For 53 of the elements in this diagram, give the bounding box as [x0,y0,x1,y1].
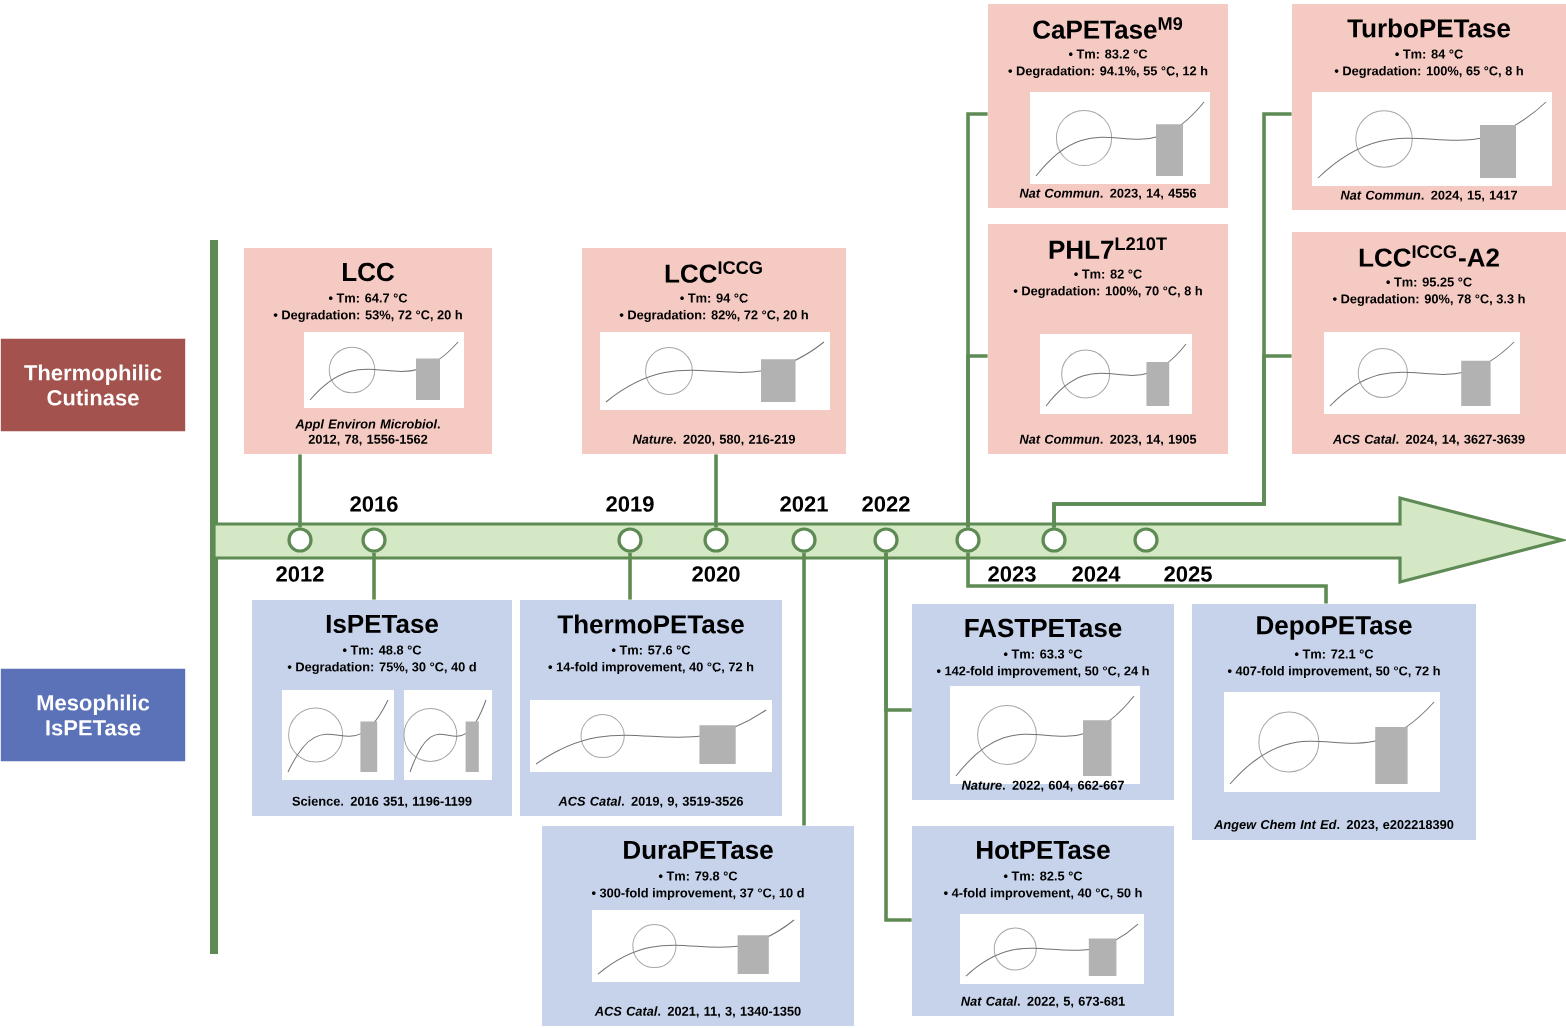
milestone-circle [361,527,387,553]
year-label: 2024 [1072,566,1121,582]
connector-line [1052,354,1292,528]
connector-line [884,552,912,922]
info-card [244,248,492,454]
info-card [988,4,1228,208]
info-card [912,604,1174,800]
info-card [542,826,854,1026]
card-title: PHL7$^{L210T}$ [1049,237,1167,259]
info-card [252,600,512,816]
info-card [520,600,782,816]
year-label: 2016 [350,496,398,512]
card-title: HotPETase [977,840,1110,860]
milestone-circle [1041,527,1067,553]
card-title: LCC$^{ICCG}$ [665,261,762,283]
milestone-circle [1133,527,1159,553]
connector-line [802,552,806,826]
info-card [1292,4,1566,210]
year-label: 2021 [780,496,828,512]
info-card [912,826,1174,1016]
year-label: 2022 [862,496,910,512]
card-title: IsPETase [326,614,438,634]
year-label: 2012 [276,566,324,582]
category-label: Mesophilic IsPETase [0,667,187,763]
connector-line [966,354,988,528]
connector-line [372,552,376,600]
info-card [988,224,1228,454]
info-card [1192,604,1477,840]
milestone-circle [791,527,817,553]
connector-line [628,552,632,600]
category-label: Thermophilic Cutinase [0,337,187,433]
card-title: FASTPETase [965,618,1122,638]
info-card [1292,232,1566,454]
card-title: LCC [343,262,394,282]
card-title: TurboPETase [1347,18,1511,38]
connector-line [298,454,302,528]
milestone-circle [617,527,643,553]
card-title: LCC$^{ICCG}$-A2 [1359,245,1499,267]
card-title: DuraPETase [624,840,773,860]
milestone-circle [955,527,981,553]
milestone-circle [873,527,899,553]
milestone-circle [703,527,729,553]
year-label: 2023 [988,566,1036,582]
year-label: 2025 [1164,566,1212,582]
year-label: 2020 [692,566,740,582]
connector-line [966,552,1328,604]
year-label: 2019 [606,496,654,512]
card-title: CaPETase$^{M9}$ [1033,17,1183,39]
milestone-circle [287,527,313,553]
connector-line [714,454,718,528]
card-title: ThermoPETase [557,614,744,634]
card-title: DepoPETase [1257,616,1412,640]
info-card [582,248,846,454]
